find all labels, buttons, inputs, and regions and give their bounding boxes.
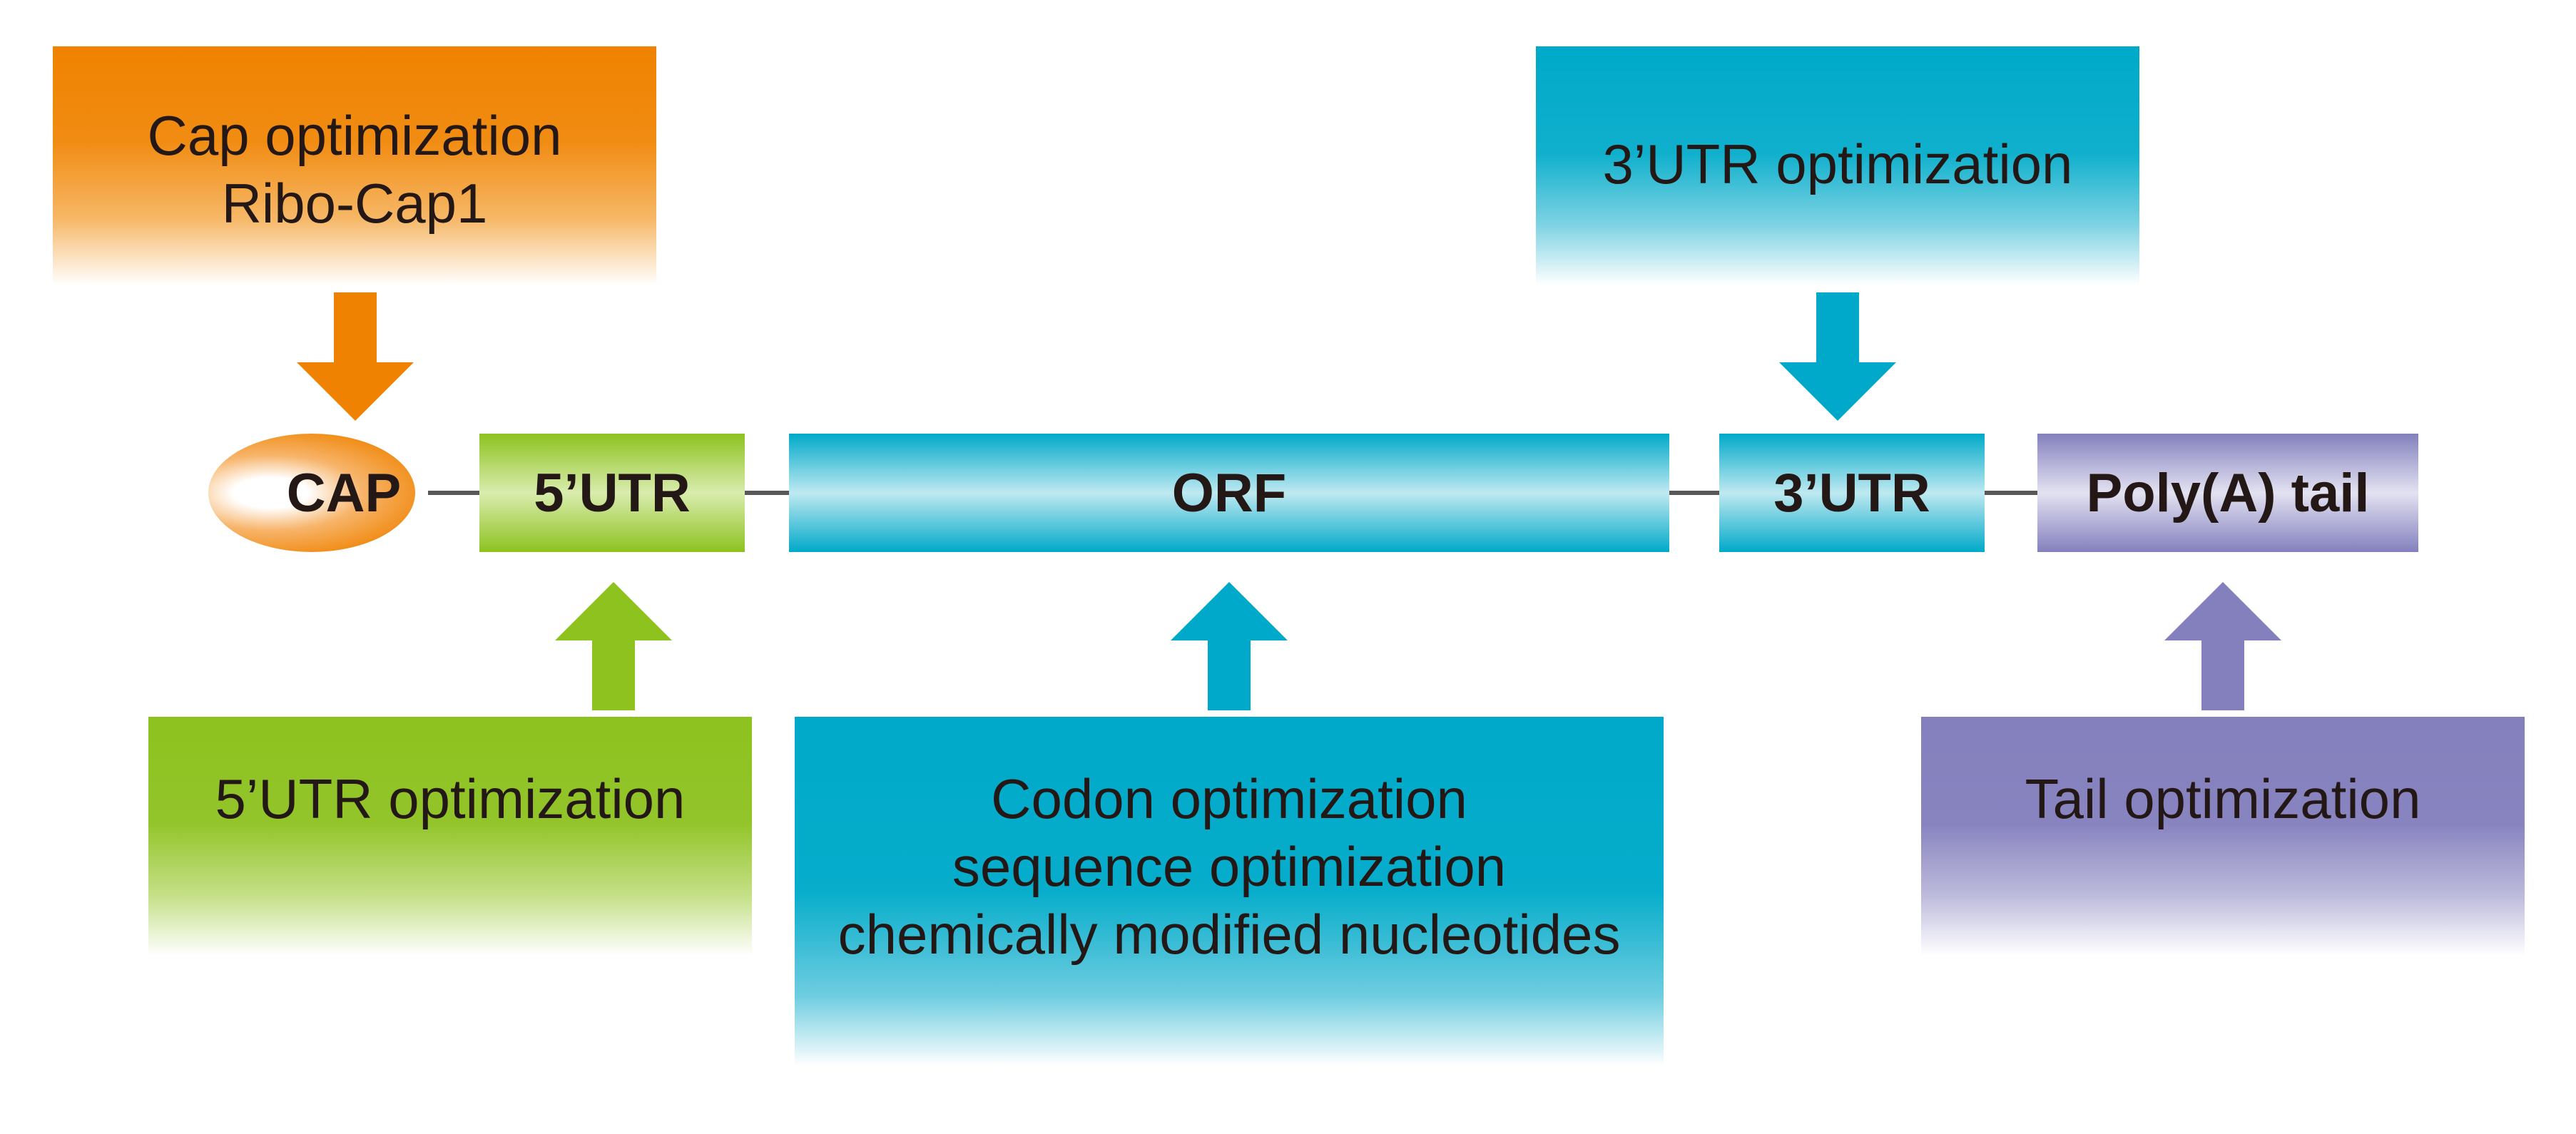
- utr5-segment: 5’UTR: [479, 434, 745, 552]
- cap-segment-label: CAP: [286, 462, 402, 523]
- cap-down-arrow: [297, 292, 414, 421]
- orf-up-arrow: [1171, 582, 1288, 710]
- tail-optimization-label: Tail optimization: [2025, 767, 2421, 830]
- utr5-optimization-label: 5’UTR optimization: [215, 767, 686, 830]
- utr3-optimization-label: 3’UTR optimization: [1602, 133, 2073, 195]
- codon-optimization-label: Codon optimization: [991, 767, 1467, 830]
- connector-orf-3utr: [1669, 491, 1719, 495]
- cap-optimization-line-1: Cap optimization: [147, 104, 562, 167]
- utr3-segment: 3’UTR: [1719, 434, 1985, 552]
- modified-nucleotides-label: chemically modified nucleotides: [838, 903, 1621, 966]
- utr3-down-arrow: [1779, 292, 1896, 421]
- cap-segment: CAP: [208, 434, 415, 552]
- polya-tail-segment-label: Poly(A) tail: [2086, 462, 2370, 523]
- orf-optimization-box: Codon optimization sequence optimization…: [795, 717, 1664, 1066]
- utr3-segment-label: 3’UTR: [1773, 462, 1930, 523]
- connector-cap-5utr: [428, 491, 479, 495]
- utr3-optimization-box: 3’UTR optimization: [1536, 46, 2139, 285]
- utr5-up-arrow: [555, 582, 672, 710]
- polya-tail-segment: Poly(A) tail: [2037, 434, 2418, 552]
- sequence-optimization-label: sequence optimization: [952, 835, 1507, 899]
- tail-up-arrow: [2164, 582, 2281, 710]
- connector-5utr-orf: [745, 491, 789, 495]
- connector-3utr-tail: [1985, 491, 2037, 495]
- cap-optimization-line-2: Ribo-Cap1: [221, 172, 488, 235]
- orf-segment: ORF: [789, 434, 1669, 552]
- orf-segment-label: ORF: [1171, 462, 1287, 523]
- tail-optimization-box: Tail optimization: [1921, 717, 2525, 956]
- utr5-optimization-box: 5’UTR optimization: [148, 717, 752, 956]
- utr5-segment-label: 5’UTR: [534, 462, 691, 523]
- cap-optimization-box: Cap optimization Ribo-Cap1: [53, 46, 656, 285]
